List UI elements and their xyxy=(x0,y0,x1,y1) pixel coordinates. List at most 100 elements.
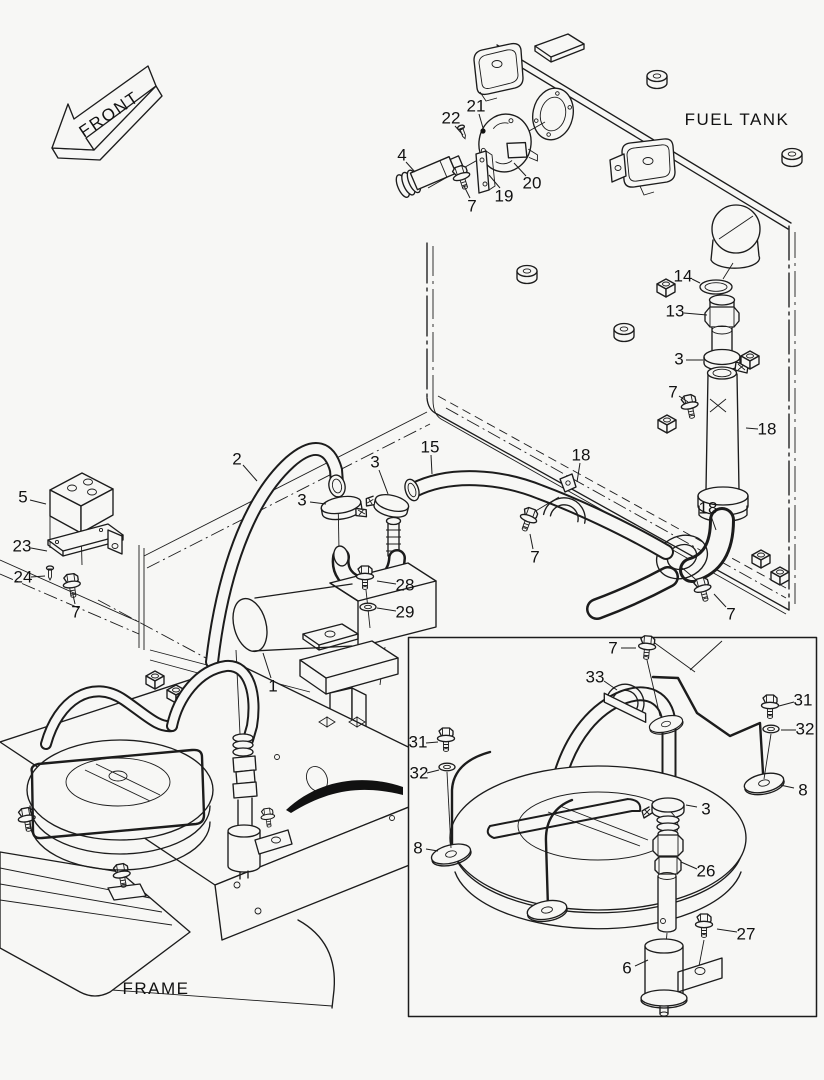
inset-detail-view xyxy=(428,634,787,1017)
callout-label-18: 18 xyxy=(699,499,718,518)
part-13-fitting xyxy=(704,294,740,357)
callout-label-8: 8 xyxy=(413,839,422,858)
callout-leader-15 xyxy=(430,454,433,475)
callout-label-3: 3 xyxy=(297,491,306,510)
callout-leader-27 xyxy=(716,928,738,933)
filler-elbow xyxy=(710,204,761,280)
part-19-bracket xyxy=(475,150,496,194)
front-direction-arrow: FRONT xyxy=(51,65,163,161)
part-33-cushion-clamp xyxy=(603,683,647,723)
frame-label: FRAME xyxy=(123,979,190,998)
rubber-boss-icon xyxy=(516,264,538,285)
callout-label-1: 1 xyxy=(268,677,277,696)
callout-label-28: 28 xyxy=(396,576,415,595)
callout-label-33: 33 xyxy=(586,668,605,687)
part-18-hose-right xyxy=(586,366,749,620)
part-5-box xyxy=(49,472,114,566)
callout-label-27: 27 xyxy=(737,925,756,944)
part-24-screw-icon xyxy=(45,565,55,581)
callout-leader-18 xyxy=(576,462,581,483)
callout-dot-21 xyxy=(480,128,486,134)
callout-label-7: 7 xyxy=(71,603,80,622)
callout-label-32: 32 xyxy=(410,764,429,783)
callout-leader-24 xyxy=(30,575,46,578)
part-7-bolt-icon xyxy=(678,392,702,421)
callout-label-21: 21 xyxy=(467,97,486,116)
callout-leader-1 xyxy=(262,652,272,679)
callout-leader-26 xyxy=(680,861,698,870)
part-18-grommet xyxy=(655,534,709,580)
wire-bracket xyxy=(651,675,765,775)
callout-leader-31 xyxy=(425,741,439,744)
fuel-tank-outline xyxy=(426,44,796,615)
callout-leader-2 xyxy=(242,464,258,482)
fuel-tank-label: FUEL TANK xyxy=(685,110,790,129)
fuel-sender-assembly xyxy=(395,113,546,198)
callout-label-6: 6 xyxy=(622,959,631,978)
part-7-bolt-icon xyxy=(61,572,83,600)
callout-leader-7 xyxy=(529,533,534,550)
callout-label-23: 23 xyxy=(13,537,32,556)
callout-label-18: 18 xyxy=(572,446,591,465)
callout-leader-20 xyxy=(513,162,527,177)
callout-leader-28 xyxy=(376,580,397,585)
callout-leader-18 xyxy=(745,427,759,430)
callout-label-24: 24 xyxy=(14,568,33,587)
callout-leader-32 xyxy=(426,769,440,774)
callout-label-18: 18 xyxy=(758,420,777,439)
callout-leader-13 xyxy=(683,312,708,316)
callout-leader-29 xyxy=(376,607,397,612)
callout-leader-18 xyxy=(710,515,717,531)
callout-label-13: 13 xyxy=(666,302,685,321)
callout-label-26: 26 xyxy=(697,862,716,881)
callout-label-3: 3 xyxy=(674,350,683,369)
callout-leader-23 xyxy=(30,547,48,552)
rubber-boss-icon xyxy=(781,147,803,168)
tank-clamp-bracket xyxy=(609,138,676,196)
callout-label-31: 31 xyxy=(409,733,428,752)
callout-label-2: 2 xyxy=(232,450,241,469)
callout-label-22: 22 xyxy=(442,109,461,128)
part-15-hose xyxy=(404,470,674,560)
tank-top-bracket xyxy=(473,42,524,102)
callout-leader-8 xyxy=(779,784,795,789)
callout-leader-8 xyxy=(425,848,439,852)
callout-label-7: 7 xyxy=(467,197,476,216)
square-nut-icon xyxy=(770,566,790,586)
square-nut-icon xyxy=(656,278,676,298)
part-23-plate xyxy=(47,523,124,557)
callout-leader-6 xyxy=(634,959,649,967)
callout-label-3: 3 xyxy=(701,800,710,819)
callout-label-14: 14 xyxy=(674,267,693,286)
callout-leader-3 xyxy=(309,501,327,505)
rubber-boss-icon xyxy=(646,69,668,90)
part-6-strainer xyxy=(640,938,723,1017)
tank-top-plate xyxy=(534,33,585,63)
part-29-washer-icon xyxy=(359,602,377,612)
callout-label-20: 20 xyxy=(523,174,542,193)
callout-leader-31 xyxy=(778,701,795,707)
callout-label-15: 15 xyxy=(421,438,440,457)
part-3-hose-clamp-inset xyxy=(641,797,685,819)
callout-leader-7 xyxy=(463,185,471,199)
callout-label-31: 31 xyxy=(794,691,813,710)
callout-leader-19 xyxy=(488,174,501,189)
callout-label-7: 7 xyxy=(530,548,539,567)
part-32-washer-icon xyxy=(438,762,456,772)
callout-leader-3 xyxy=(685,804,698,808)
part-18-cushion-clamp-mid xyxy=(533,473,586,524)
callout-leader-14 xyxy=(691,278,701,284)
callout-label-32: 32 xyxy=(796,720,815,739)
callout-label-7: 7 xyxy=(608,639,617,658)
part-2-hose xyxy=(205,442,346,669)
callout-label-5: 5 xyxy=(18,488,27,507)
callout-leader-4 xyxy=(405,161,416,173)
part-1-pump-assembly xyxy=(232,516,437,686)
square-nut-icon xyxy=(145,670,165,690)
callout-label-7: 7 xyxy=(668,383,677,402)
detail-pointer-swoosh xyxy=(286,780,403,813)
callout-leader-3 xyxy=(378,469,389,495)
